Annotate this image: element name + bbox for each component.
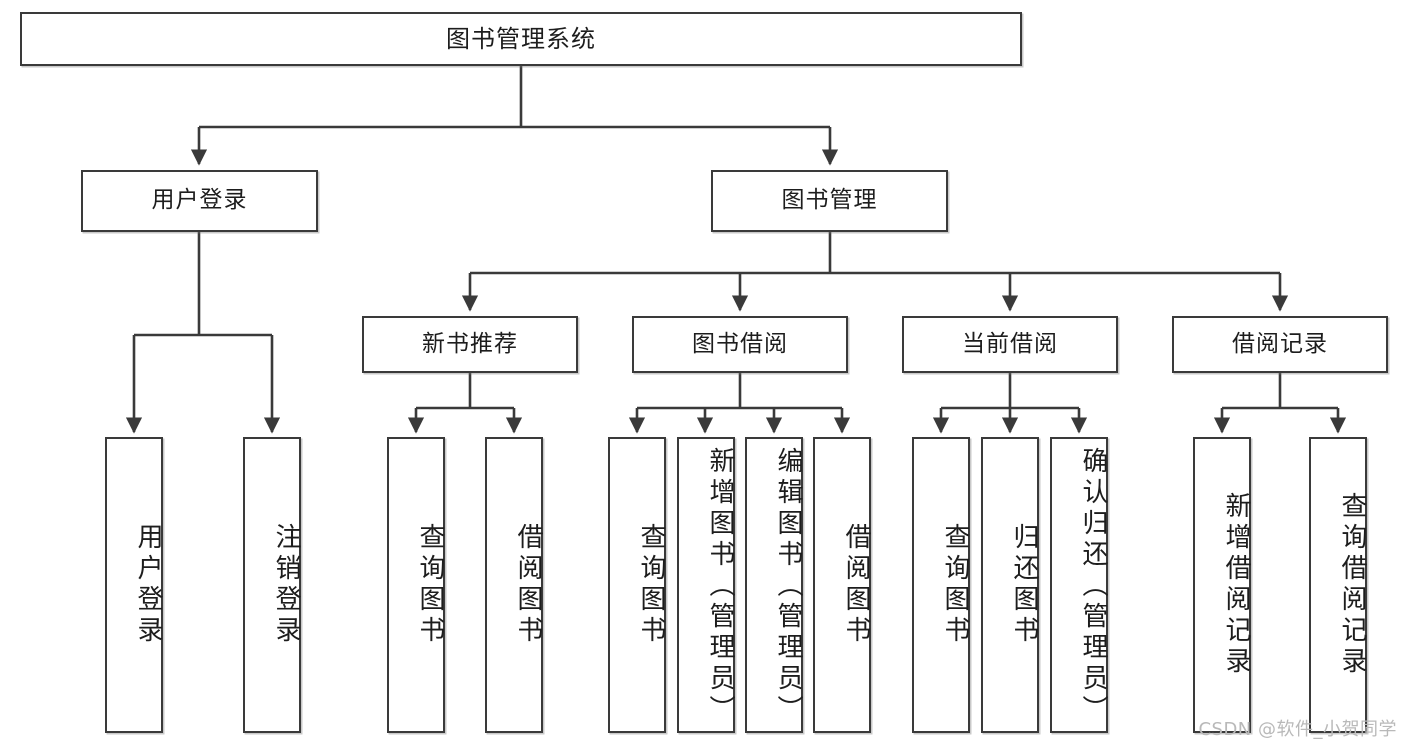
node-label: 图书管理系统 [446, 24, 596, 53]
node-label: 查询图书 [636, 523, 666, 647]
leaf-book-borrow-add-book-admin[interactable]: 新增图书（管理员） [677, 437, 735, 733]
node-label: 用户登录 [133, 523, 163, 647]
leaf-borrow-record-query-record[interactable]: 查询借阅记录 [1309, 437, 1367, 733]
node-borrow-record[interactable]: 借阅记录 [1172, 316, 1388, 373]
node-label: 查询图书 [940, 523, 970, 647]
node-current-borrow[interactable]: 当前借阅 [902, 316, 1118, 373]
node-book-management[interactable]: 图书管理 [711, 170, 948, 232]
node-label: 新书推荐 [422, 330, 518, 357]
node-label: 确认归还（管理员） [1078, 447, 1108, 726]
node-label: 注销登录 [271, 523, 301, 647]
node-label: 借阅记录 [1232, 330, 1328, 357]
node-label: 查询图书 [415, 523, 445, 647]
node-book-borrow[interactable]: 图书借阅 [632, 316, 848, 373]
leaf-borrow-record-add-record[interactable]: 新增借阅记录 [1193, 437, 1251, 733]
node-root-book-management-system[interactable]: 图书管理系统 [20, 12, 1022, 66]
node-label: 用户登录 [151, 187, 248, 214]
node-label: 借阅图书 [841, 523, 871, 647]
node-label: 图书管理 [781, 187, 878, 214]
node-label: 图书借阅 [692, 330, 788, 357]
node-label: 新增图书（管理员） [705, 447, 735, 726]
watermark-csdn: CSDN @软件_小贺同学 [1198, 719, 1397, 740]
leaf-current-borrow-return-book[interactable]: 归还图书 [981, 437, 1039, 733]
node-label: 借阅图书 [513, 523, 543, 647]
leaf-new-book-borrow-book[interactable]: 借阅图书 [485, 437, 543, 733]
leaf-current-borrow-query-book[interactable]: 查询图书 [912, 437, 970, 733]
leaf-user-login-login[interactable]: 用户登录 [105, 437, 163, 733]
node-user-login[interactable]: 用户登录 [81, 170, 318, 232]
node-label: 查询借阅记录 [1337, 492, 1367, 678]
node-label: 新增借阅记录 [1221, 492, 1251, 678]
leaf-current-borrow-confirm-return-admin[interactable]: 确认归还（管理员） [1050, 437, 1108, 733]
leaf-book-borrow-borrow-book[interactable]: 借阅图书 [813, 437, 871, 733]
node-label: 当前借阅 [962, 330, 1058, 357]
node-label: 编辑图书（管理员） [773, 447, 803, 726]
leaf-book-borrow-edit-book-admin[interactable]: 编辑图书（管理员） [745, 437, 803, 733]
node-new-book-recommend[interactable]: 新书推荐 [362, 316, 578, 373]
leaf-user-login-logout[interactable]: 注销登录 [243, 437, 301, 733]
leaf-book-borrow-query-book[interactable]: 查询图书 [608, 437, 666, 733]
node-label: 归还图书 [1009, 523, 1039, 647]
leaf-new-book-query-book[interactable]: 查询图书 [387, 437, 445, 733]
